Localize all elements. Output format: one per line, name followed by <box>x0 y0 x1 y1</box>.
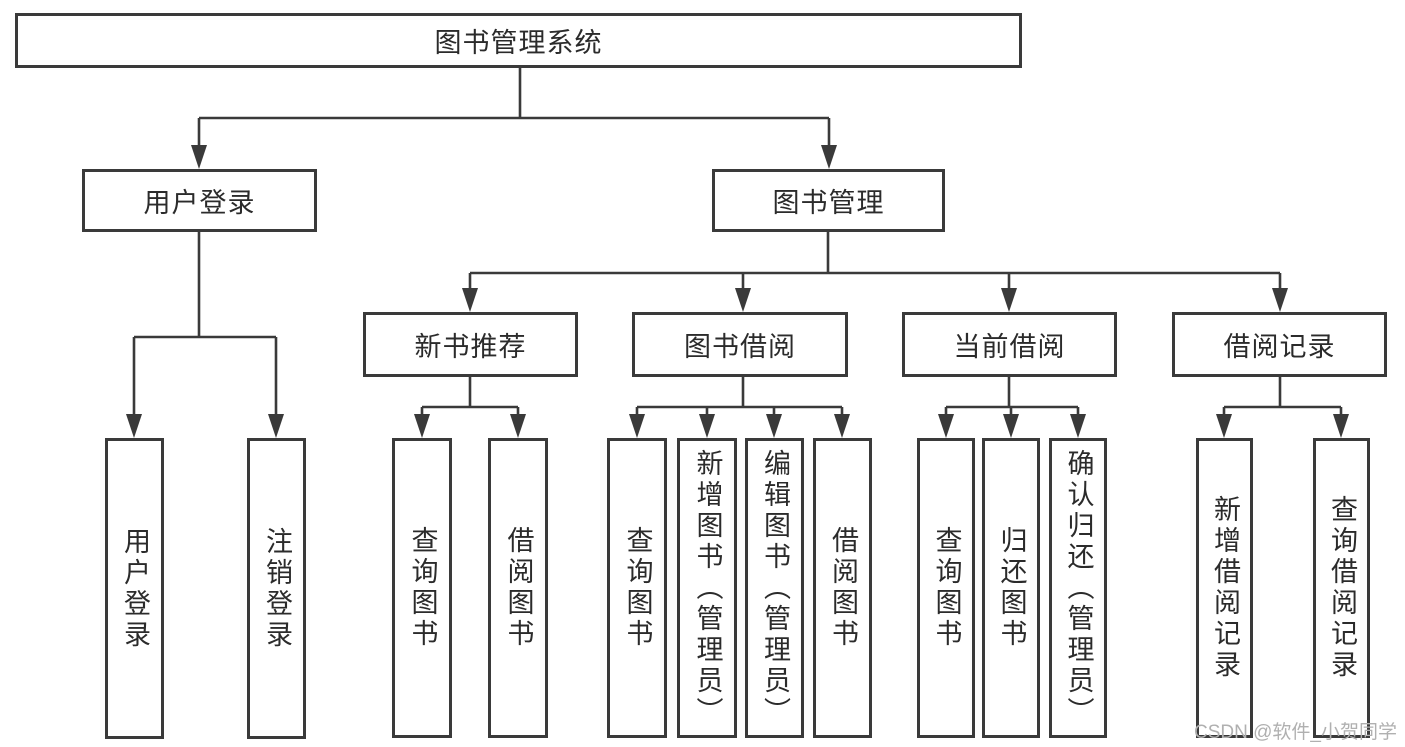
node-new-book-recommend-label: 新书推荐 <box>414 332 527 362</box>
node-borrow-records: 借阅记录 <box>1172 312 1387 377</box>
node-user-login: 用户登录 <box>82 169 317 232</box>
arrowhead-icon <box>1001 288 1017 312</box>
connector-borrow-records-branch <box>1224 377 1341 409</box>
arrowhead-icon <box>462 288 478 312</box>
arrowhead-icon <box>510 414 526 438</box>
csdn-watermark: CSDN @软件_小贺同学 <box>1194 722 1397 743</box>
arrowhead-icon <box>699 414 715 438</box>
leaf-logout: 注销登录 <box>247 438 306 739</box>
leaf-query-books-current: 查询图书 <box>917 438 975 738</box>
arrowhead-icon <box>735 288 751 312</box>
connector-user-login-branch <box>134 232 276 339</box>
node-book-management: 图书管理 <box>712 169 945 232</box>
node-book-borrow-label: 图书借阅 <box>684 332 796 362</box>
arrowhead-icon <box>191 145 207 169</box>
connector-current-borrow-branch <box>946 377 1078 409</box>
leaf-borrow-books-recommend: 借阅图书 <box>488 438 548 738</box>
leaf-add-borrow-record: 新增借阅记录 <box>1196 438 1253 738</box>
node-root-label: 图书管理系统 <box>434 28 603 58</box>
leaf-query-books-borrow: 查询图书 <box>607 438 667 738</box>
arrowhead-icon <box>629 414 645 438</box>
node-book-borrow: 图书借阅 <box>632 312 848 377</box>
leaf-query-borrow-record: 查询借阅记录 <box>1313 438 1370 738</box>
leaf-confirm-return-admin: 确认归还（管理员） <box>1049 438 1107 738</box>
leaf-edit-book-admin: 编辑图书（管理员） <box>745 438 804 738</box>
connector-book-borrow-branch <box>637 377 842 409</box>
leaf-return-books: 归还图书 <box>982 438 1040 738</box>
arrowhead-icon <box>766 414 782 438</box>
leaf-add-book-admin: 新增图书（管理员） <box>677 438 737 738</box>
connector-book-mgmt-branch <box>470 232 1280 275</box>
arrowhead-icon <box>414 414 430 438</box>
connector-root-branch <box>199 67 829 120</box>
arrowhead-icon <box>821 145 837 169</box>
node-borrow-records-label: 借阅记录 <box>1223 332 1336 362</box>
node-user-login-label: 用户登录 <box>143 188 256 218</box>
leaf-user-login: 用户登录 <box>105 438 164 739</box>
arrowhead-icon <box>1216 414 1232 438</box>
arrowhead-icon <box>834 414 850 438</box>
arrowhead-icon <box>1070 414 1086 438</box>
node-current-borrow-label: 当前借阅 <box>953 332 1066 362</box>
arrowhead-icon <box>1333 414 1349 438</box>
leaf-borrow-books: 借阅图书 <box>813 438 872 738</box>
arrowhead-icon <box>1003 414 1019 438</box>
arrowhead-icon <box>126 414 142 438</box>
node-current-borrow: 当前借阅 <box>902 312 1117 377</box>
node-book-management-label: 图书管理 <box>772 188 885 218</box>
connector-new-books-branch <box>422 377 518 409</box>
node-root: 图书管理系统 <box>15 13 1022 68</box>
leaf-query-books-recommend: 查询图书 <box>392 438 452 738</box>
arrowhead-icon <box>1272 288 1288 312</box>
arrowhead-icon <box>268 414 284 438</box>
arrowhead-icon <box>938 414 954 438</box>
node-new-book-recommend: 新书推荐 <box>363 312 578 377</box>
